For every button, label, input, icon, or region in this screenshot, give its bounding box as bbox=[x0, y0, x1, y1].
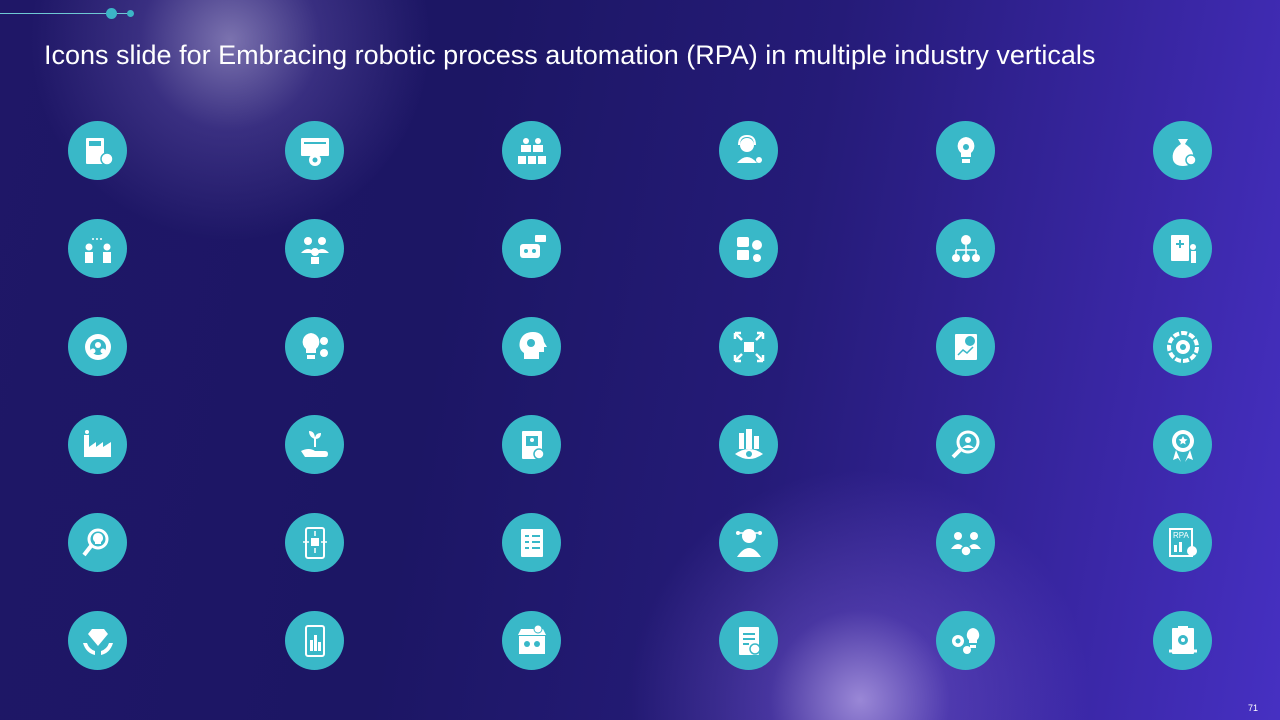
svg-text:RPA: RPA bbox=[1173, 531, 1190, 540]
cost-exchange-people-icon-glyph bbox=[84, 237, 111, 263]
id-card-check-icon-glyph bbox=[521, 430, 545, 460]
report-chart-icon bbox=[936, 317, 995, 376]
money-bag-icon-glyph bbox=[1172, 138, 1197, 166]
gears-bulb-icon-glyph bbox=[951, 627, 979, 654]
presentation-gear-icon bbox=[285, 121, 344, 180]
decorative-dot bbox=[127, 10, 134, 17]
gears-bulb-icon bbox=[936, 611, 995, 670]
mobile-city-icon bbox=[285, 611, 344, 670]
store-users-icon bbox=[502, 611, 561, 670]
factory-icon bbox=[68, 415, 127, 474]
head-gear-icon bbox=[502, 317, 561, 376]
page-number: 71 bbox=[1247, 703, 1258, 713]
team-hierarchy-icon bbox=[502, 121, 561, 180]
bulb-gears-icon-glyph bbox=[302, 332, 328, 359]
award-badge-icon bbox=[1153, 415, 1212, 474]
search-bulb-icon-glyph bbox=[81, 528, 108, 556]
icon-grid: RPA bbox=[68, 121, 1212, 670]
report-chart-icon-glyph bbox=[954, 333, 977, 360]
hand-diamond-icon-glyph bbox=[82, 628, 113, 655]
clipboard-gear-icon-glyph bbox=[1168, 625, 1197, 654]
customer-support-icon-glyph bbox=[736, 134, 762, 163]
expand-arrows-icon-glyph bbox=[733, 331, 764, 362]
team-group-icon-glyph bbox=[300, 236, 329, 264]
search-bulb-icon bbox=[68, 513, 127, 572]
idea-bulb-gear-icon bbox=[936, 121, 995, 180]
city-eye-icon-glyph bbox=[734, 428, 763, 459]
document-check-icon bbox=[719, 611, 778, 670]
customer-support-icon bbox=[719, 121, 778, 180]
clipboard-gear-icon bbox=[1153, 611, 1212, 670]
mobile-chip-icon-glyph bbox=[302, 526, 327, 559]
team-gear-icon bbox=[936, 513, 995, 572]
team-gear-icon-glyph bbox=[950, 531, 981, 557]
team-hierarchy-icon-glyph bbox=[517, 137, 546, 164]
head-gear-icon-glyph bbox=[519, 331, 547, 359]
decorative-line bbox=[0, 13, 112, 14]
medical-clipboard-icon bbox=[1153, 219, 1212, 278]
hand-diamond-icon bbox=[68, 611, 127, 670]
chatbot-icon-glyph bbox=[519, 234, 546, 258]
store-users-icon-glyph bbox=[517, 624, 546, 654]
decorative-line bbox=[117, 13, 129, 14]
circular-gear-icon bbox=[1153, 317, 1212, 376]
award-badge-icon-glyph bbox=[1171, 429, 1194, 462]
circular-gear-icon-glyph bbox=[1166, 330, 1199, 363]
calculator-report-icon-glyph bbox=[85, 137, 114, 166]
checklist-icon bbox=[502, 513, 561, 572]
expand-arrows-icon bbox=[719, 317, 778, 376]
chatbot-icon bbox=[502, 219, 561, 278]
money-bag-icon bbox=[1153, 121, 1212, 180]
robot-user-icon bbox=[719, 513, 778, 572]
cost-exchange-people-icon bbox=[68, 219, 127, 278]
gear-team-icon-glyph bbox=[84, 333, 111, 360]
slide-title: Icons slide for Embracing robotic proces… bbox=[44, 40, 1096, 70]
decorative-dot bbox=[106, 8, 117, 19]
organization-chart-icon bbox=[936, 219, 995, 278]
city-eye-icon bbox=[719, 415, 778, 474]
plant-hand-money-icon-glyph bbox=[300, 430, 328, 457]
search-person-icon-glyph bbox=[951, 430, 979, 458]
factory-icon-glyph bbox=[83, 429, 111, 457]
mobile-city-icon-glyph bbox=[304, 624, 325, 657]
mobile-chip-icon bbox=[285, 513, 344, 572]
rpa-report-icon: RPA bbox=[1153, 513, 1212, 572]
calculator-report-icon bbox=[68, 121, 127, 180]
robot-gears-icon-glyph bbox=[736, 236, 762, 262]
medical-clipboard-icon-glyph bbox=[1170, 234, 1196, 263]
plant-hand-money-icon bbox=[285, 415, 344, 474]
idea-bulb-gear-icon-glyph bbox=[957, 136, 974, 163]
team-group-icon bbox=[285, 219, 344, 278]
robot-user-icon-glyph bbox=[735, 528, 762, 557]
document-check-icon-glyph bbox=[738, 626, 761, 655]
id-card-check-icon bbox=[502, 415, 561, 474]
search-person-icon bbox=[936, 415, 995, 474]
robot-gears-icon bbox=[719, 219, 778, 278]
checklist-icon-glyph bbox=[520, 528, 543, 557]
rpa-report-icon-glyph: RPA bbox=[1168, 527, 1197, 557]
gear-team-icon bbox=[68, 317, 127, 376]
bulb-gears-icon bbox=[285, 317, 344, 376]
presentation-gear-icon-glyph bbox=[300, 137, 329, 166]
organization-chart-icon-glyph bbox=[951, 234, 980, 262]
